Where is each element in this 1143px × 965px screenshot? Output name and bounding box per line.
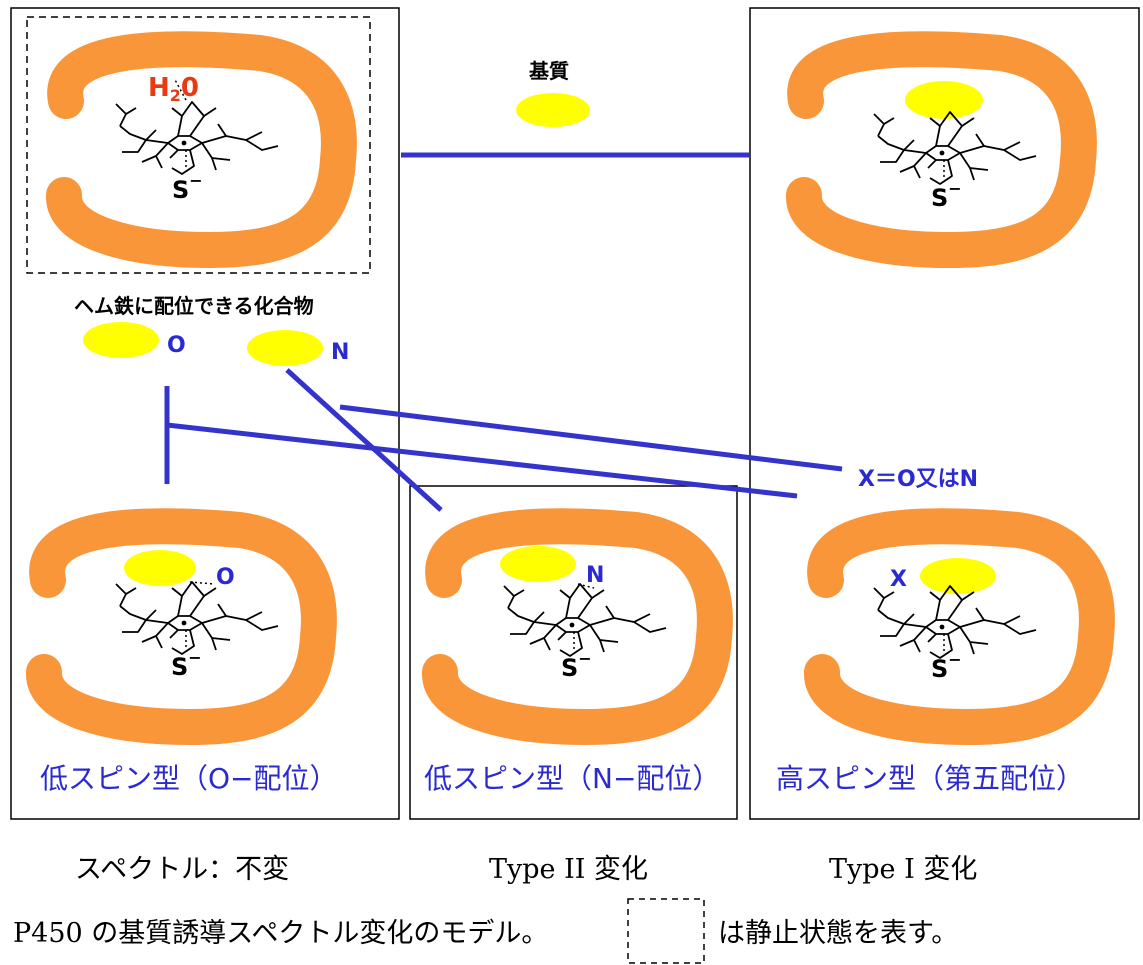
spectrum-type-ii: Type II 変化: [489, 854, 648, 885]
right-panel: [749, 7, 1140, 820]
thiolate-label: S−: [931, 179, 962, 212]
spectrum-unchanged: スペクトル：不変: [75, 854, 289, 885]
state-high-spin: 高スピン型（第五配位）: [776, 762, 1084, 795]
substrate-blob: [516, 93, 590, 127]
protein-shape: [804, 508, 1115, 746]
n-atom-label: N: [586, 563, 604, 588]
resting-enzyme: H20 S−: [46, 31, 357, 269]
water-label: H20: [148, 73, 199, 105]
low-spin-n-enzyme: N S−: [422, 508, 733, 746]
protein-shape: [786, 31, 1097, 269]
ligand-compound-label: ヘム鉄に配位できる化合物: [74, 294, 314, 318]
bound-substrate: [905, 81, 983, 119]
bound-x-ligand: [920, 558, 996, 594]
resting-state-dashed-box: [26, 16, 371, 274]
substrate-bound-enzyme: S−: [786, 31, 1097, 269]
n-ligand-atom: N: [331, 340, 349, 365]
state-low-spin-n: 低スピン型（N−配位）: [424, 762, 720, 795]
substrate-label: 基質: [529, 59, 569, 83]
bound-n-ligand: [500, 546, 576, 582]
protein-shape: [26, 508, 337, 746]
middle-panel: [409, 485, 738, 820]
x-atom-label: X: [890, 567, 907, 592]
protein-shape: [46, 31, 357, 269]
figure-caption-start: P450 の基質誘導スペクトル変化のモデル。: [13, 918, 548, 949]
ligand-arrows: [164, 368, 843, 512]
thiolate-label: S−: [931, 650, 962, 683]
protein-shape: [422, 508, 733, 746]
o-ligand-atom: O: [167, 333, 186, 358]
caption-dashed-box: [627, 898, 705, 964]
low-spin-o-enzyme: O S−: [26, 508, 337, 746]
high-spin-enzyme: X S−: [804, 508, 1115, 746]
thiolate-label: S−: [561, 649, 592, 682]
figure-caption-end: は静止状態を表す。: [718, 918, 958, 949]
x-definition-label: X＝O又はN: [858, 467, 978, 492]
thiolate-label: S−: [172, 171, 203, 204]
thiolate-label: S−: [171, 648, 202, 681]
state-low-spin-o: 低スピン型（O−配位）: [40, 762, 338, 795]
o-ligand-blob: [83, 322, 159, 358]
bound-o-ligand: [124, 550, 196, 586]
n-ligand-blob: [247, 330, 323, 366]
spectrum-type-i: Type I 変化: [829, 854, 977, 885]
o-atom-label: O: [216, 565, 235, 590]
